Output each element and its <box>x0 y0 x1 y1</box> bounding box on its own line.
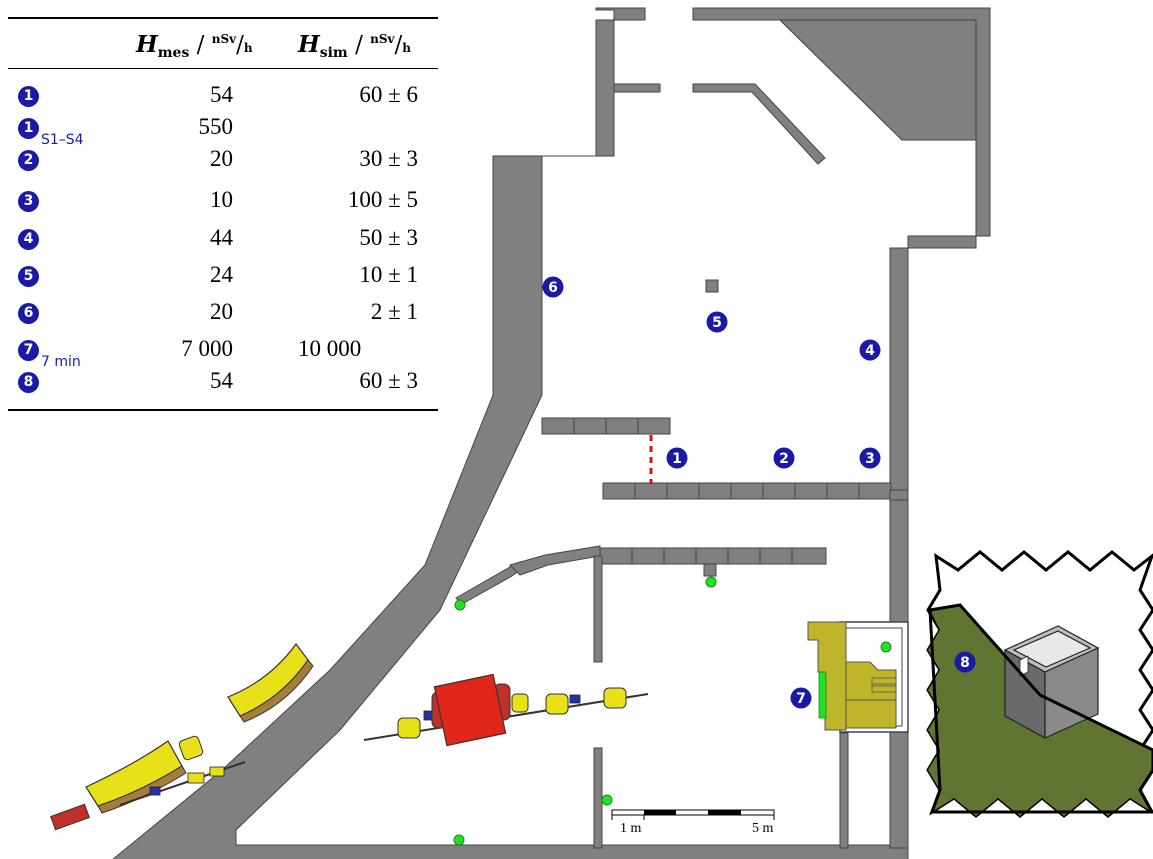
marker-3: 3 <box>859 447 881 469</box>
svg-text:8: 8 <box>960 655 970 671</box>
detector-cabin <box>807 621 909 733</box>
block-stub <box>703 563 717 577</box>
green-dot-icon <box>601 794 613 806</box>
row-marker: 4 <box>18 229 39 250</box>
row-marker: 1 <box>18 118 39 139</box>
row-sim-value: 10 ± 1 <box>359 262 418 287</box>
row-marker: 7 <box>18 340 39 361</box>
scale-label-right: 5 m <box>752 821 774 836</box>
green-dot-icon <box>705 576 717 588</box>
row-mes-value: 20 <box>210 299 233 324</box>
shield-row-middle <box>602 482 892 500</box>
row-mes-value: 20 <box>210 146 233 171</box>
marker-8: 8 <box>954 651 976 673</box>
table-row: 3 10 100 ± 5 <box>8 187 438 217</box>
table-row: 6 20 2 ± 1 <box>8 299 438 329</box>
svg-text:5: 5 <box>712 315 722 331</box>
green-dot-icon <box>880 641 892 653</box>
table-row: 1 S1–S4 550 <box>8 114 438 148</box>
table-row: 7 7 min 7 000 10 000 <box>8 336 438 370</box>
row-marker-sub: S1–S4 <box>41 132 84 148</box>
row-marker: 2 <box>18 150 39 171</box>
svg-text:3: 3 <box>865 451 875 467</box>
marker-7: 7 <box>790 687 812 709</box>
angled-inner-wall <box>455 561 521 605</box>
green-dot-icon <box>454 599 466 611</box>
table-mid-rule <box>8 68 438 69</box>
row-mes-value: 550 <box>198 114 234 139</box>
row-mes-value: 44 <box>210 225 233 250</box>
marker-1: 1 <box>666 447 688 469</box>
svg-text:2: 2 <box>779 451 789 467</box>
svg-text:6: 6 <box>548 280 558 296</box>
red-dipole-icon <box>431 673 511 747</box>
shield-row-lower <box>599 547 827 565</box>
row-sim-value: 60 ± 6 <box>359 82 418 107</box>
row-mes-value: 10 <box>210 187 233 212</box>
plan-markers: 1 2 3 4 5 6 7 8 <box>542 276 976 709</box>
row-marker: 3 <box>18 191 39 212</box>
green-dot-icon <box>453 834 465 846</box>
marker-2: 2 <box>773 447 795 469</box>
inner-wall-vertical-c <box>839 732 849 849</box>
row-marker: 6 <box>18 303 39 324</box>
row-mes-value: 24 <box>210 262 233 287</box>
header-mes: Hmes / nSv/h <box>136 31 253 61</box>
inset-blockhouse <box>926 550 1153 818</box>
svg-text:4: 4 <box>865 343 875 359</box>
shield-row-upper <box>541 417 671 435</box>
table-row: 5 24 10 ± 1 <box>8 262 438 292</box>
ledge-right <box>692 83 826 165</box>
table-row: 2 20 30 ± 3 <box>8 146 438 176</box>
header-sim: Hsim / nSv/h <box>298 31 411 61</box>
right-stub <box>889 489 909 501</box>
row-sim-value: 10 000 <box>298 336 362 361</box>
row-marker-sub: 7 min <box>41 354 81 370</box>
marker-5: 5 <box>706 311 728 333</box>
table-row: 1 54 60 ± 6 <box>8 82 438 112</box>
row-sim-value: 100 ± 5 <box>347 187 418 212</box>
marker-4: 4 <box>859 339 881 361</box>
beamline <box>50 642 649 831</box>
yellow-magnet-icon <box>227 642 314 723</box>
row-sim-value: 30 ± 3 <box>359 146 418 171</box>
svg-text:7: 7 <box>796 691 806 707</box>
angled-inner-wall-2 <box>509 545 601 576</box>
inner-wall-vertical-b <box>593 747 603 849</box>
row-sim-value: 2 ± 1 <box>370 299 418 324</box>
pillar <box>705 279 719 293</box>
row-marker: 8 <box>18 372 39 393</box>
svg-text:1: 1 <box>672 451 682 467</box>
table-row: 4 44 50 ± 3 <box>8 225 438 255</box>
row-marker: 1 <box>18 86 39 107</box>
scale-bar: 1 m 5 m <box>611 809 775 836</box>
table-bottom-rule <box>8 409 438 411</box>
ledge-left <box>613 83 661 93</box>
scale-label-left: 1 m <box>620 821 642 836</box>
row-sim-value: 50 ± 3 <box>359 225 418 250</box>
table-top-rule <box>8 17 438 19</box>
walls <box>112 7 991 859</box>
inner-wall-vertical-a <box>593 555 603 663</box>
corner-block <box>778 19 977 141</box>
marker-6: 6 <box>542 276 564 298</box>
green-dots <box>453 576 892 846</box>
row-sim-value: 60 ± 3 <box>359 368 418 393</box>
yellow-magnet-icon <box>85 740 187 814</box>
row-mes-value: 7 000 <box>181 336 233 361</box>
row-marker: 5 <box>18 266 39 287</box>
dose-rate-table: Hmes / nSv/h Hsim / nSv/h 1 54 60 ± 6 1 … <box>8 17 438 411</box>
row-mes-value: 54 <box>210 82 233 107</box>
table-row: 8 54 60 ± 3 <box>8 368 438 398</box>
row-mes-value: 54 <box>210 368 233 393</box>
